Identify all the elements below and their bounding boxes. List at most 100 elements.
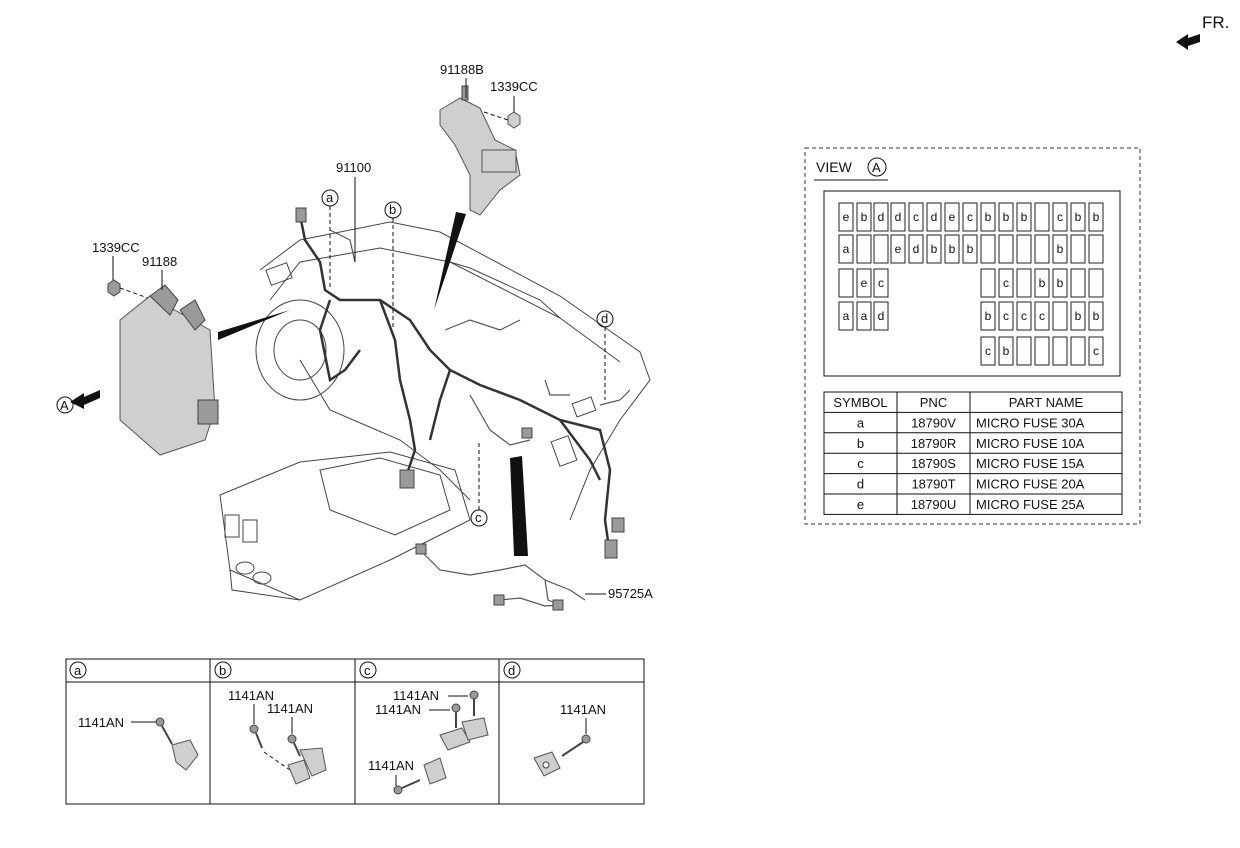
fuse-slot (962, 202, 978, 232)
fuse-slot-label: b (1075, 210, 1082, 224)
detail-d: d 1141AN (503, 661, 606, 777)
fuse-slot (1088, 234, 1104, 264)
detail-c-label-2: 1141AN (375, 702, 421, 717)
legend-cell: MICRO FUSE 25A (976, 497, 1085, 512)
fuse-slot (1052, 336, 1068, 366)
view-arrow-icon (70, 390, 100, 409)
fuse-slot-label: b (1093, 309, 1100, 323)
front-direction-indicator: FR. (1176, 13, 1229, 50)
fuse-slot (1088, 268, 1104, 298)
fuse-slot (1070, 336, 1086, 366)
fuse-slot (1034, 234, 1050, 264)
detail-c-label-1: 1141AN (393, 688, 439, 703)
legend-cell: b (857, 436, 864, 451)
fuse-slot-label: c (1057, 210, 1063, 224)
fuse-slot (873, 202, 889, 232)
fuse-slot-label: e (949, 210, 956, 224)
legend-cell: 18790S (911, 456, 956, 471)
fuse-slot (1034, 202, 1050, 232)
callout-labels: 91188B 1339CC 91100 1339CC 91188 a b d c… (92, 62, 653, 601)
legend-cell: 18790R (911, 436, 957, 451)
view-marker: A (872, 160, 881, 175)
fuse-slot (998, 268, 1014, 298)
callout-detail-a: a (326, 190, 334, 205)
fuse-slot-label: c (1039, 309, 1045, 323)
legend-cell: 18790T (911, 477, 955, 492)
fuse-slot (962, 234, 978, 264)
fuse-slot-label: c (878, 276, 884, 290)
fuse-slot (1034, 301, 1050, 331)
fuse-slot-label: e (861, 276, 868, 290)
fuse-slot (838, 268, 854, 298)
front-label: FR. (1202, 13, 1229, 32)
fuse-slot-label: c (985, 344, 991, 358)
fuse-slot (926, 202, 942, 232)
fuse-slot (1070, 268, 1086, 298)
detail-d-label-1: 1141AN (560, 702, 606, 717)
fuse-slot-label: e (843, 210, 850, 224)
fuse-slot-label: c (1093, 344, 1099, 358)
detail-a: a 1141AN (69, 661, 199, 771)
fuse-slot-label: a (843, 309, 850, 323)
fuse-slot (838, 202, 854, 232)
fuse-slot (838, 301, 854, 331)
fuse-slot (1052, 301, 1068, 331)
fuse-slot (856, 234, 872, 264)
detail-c: c 1141AN 1141AN 1141AN (359, 661, 489, 795)
fuse-slot (873, 301, 889, 331)
fuse-slot (856, 301, 872, 331)
fuse-slot (944, 202, 960, 232)
fuse-slot-label: b (1057, 276, 1064, 290)
fuse-slot-label: b (1075, 309, 1082, 323)
fuse-slot (1016, 268, 1032, 298)
fuse-slot (1016, 301, 1032, 331)
view-title: VIEW (816, 159, 853, 175)
legend-header: SYMBOL (833, 395, 887, 410)
fuse-slot (944, 234, 960, 264)
fuse-slot (908, 202, 924, 232)
fuse-slot-label: c (913, 210, 919, 224)
fuse-slot (998, 202, 1014, 232)
callout-95725a: 95725A (608, 586, 653, 601)
legend-cell: e (857, 497, 864, 512)
fuse-slot (1070, 234, 1086, 264)
floor-harness (415, 543, 586, 611)
leader-wedge-junction (218, 310, 290, 340)
fuse-slot-label: a (843, 242, 850, 256)
callout-detail-b: b (389, 202, 396, 217)
detail-c-key: c (364, 663, 371, 678)
fuse-slot (1034, 336, 1050, 366)
fuse-slot-label: d (878, 309, 885, 323)
callout-detail-c: c (475, 510, 482, 525)
fuse-slot-label: c (1021, 309, 1027, 323)
fuse-slot (856, 202, 872, 232)
legend-cell: d (857, 477, 864, 492)
fuse-slot-label: b (985, 309, 992, 323)
fuse-slot (1016, 336, 1032, 366)
legend-header: PNC (920, 395, 947, 410)
fuse-slot (1034, 268, 1050, 298)
fuse-slot-label: b (1003, 344, 1010, 358)
fuse-slot (856, 268, 872, 298)
legend-cell: MICRO FUSE 20A (976, 477, 1085, 492)
detail-d-key: d (508, 663, 515, 678)
fuse-slot-label: b (861, 210, 868, 224)
fuse-slot-label: b (1021, 210, 1028, 224)
fuse-slot (980, 202, 996, 232)
fuse-slot (998, 301, 1014, 331)
fuse-slot (838, 234, 854, 264)
dashboard-illustration (219, 221, 651, 601)
fuse-slot (1088, 301, 1104, 331)
leader-wedge-bracket (434, 212, 466, 310)
fuse-slot (1052, 202, 1068, 232)
fuse-slot (1088, 202, 1104, 232)
detail-a-label-1: 1141AN (78, 715, 124, 730)
front-arrow-icon (1176, 34, 1200, 50)
legend-cell: MICRO FUSE 30A (976, 415, 1085, 430)
fuse-slot (1052, 234, 1068, 264)
fuse-slot (1016, 202, 1032, 232)
bracket-91188b (439, 85, 521, 216)
